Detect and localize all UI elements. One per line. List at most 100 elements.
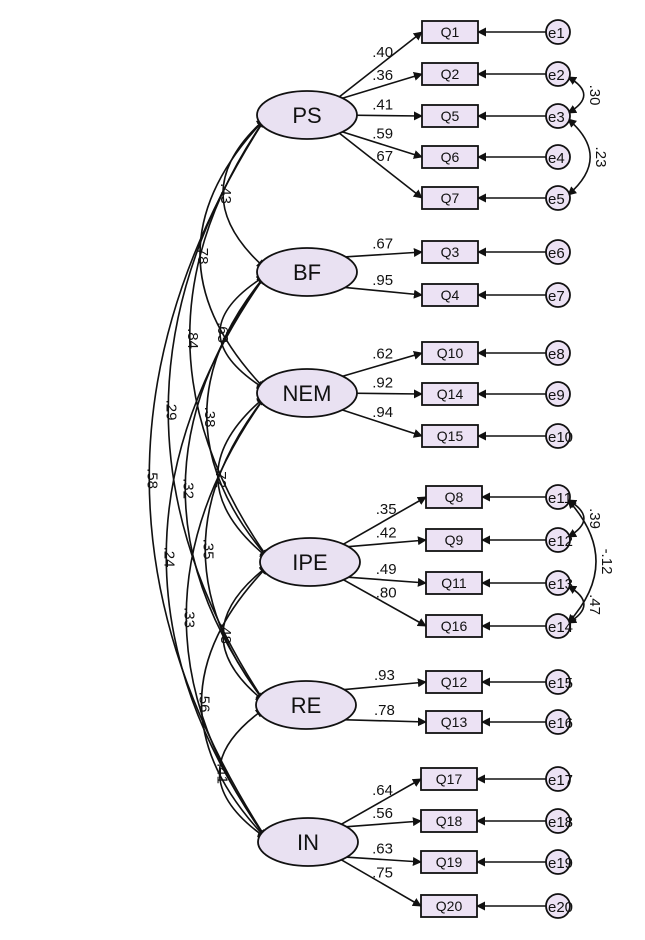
indicator-box	[421, 20, 479, 44]
latent-correlation-arc	[206, 275, 269, 559]
indicator-label: Q7	[441, 190, 460, 206]
error-e17: e17	[545, 766, 573, 792]
error-e10: e10	[545, 423, 573, 449]
indicator-box	[421, 62, 479, 86]
loading-value: .80	[376, 585, 397, 602]
error-circle	[545, 527, 571, 553]
label-layer: .40.36.41.59.67.67.95.62.92.94.35.42.49.…	[143, 44, 615, 882]
error-correlation-layer	[567, 76, 597, 624]
error-circle	[545, 19, 571, 45]
indicator-label: Q14	[437, 386, 464, 402]
error-label: e12	[548, 533, 573, 550]
indicator-box	[421, 145, 479, 169]
error-correlation-value: .23	[592, 147, 609, 168]
error-e1: e1	[545, 19, 571, 45]
error-label: e14	[548, 619, 573, 636]
indicator-q13: Q13	[425, 710, 483, 734]
error-label: e3	[548, 109, 565, 126]
error-label: e8	[548, 346, 565, 363]
error-label: e2	[548, 67, 565, 84]
error-label: e16	[548, 715, 573, 732]
error-label: e1	[548, 25, 565, 42]
indicator-label: Q4	[441, 287, 460, 303]
indicator-box	[421, 382, 479, 406]
error-e19: e19	[545, 849, 573, 875]
loading-value: .40	[372, 44, 393, 61]
error-e7: e7	[545, 282, 571, 308]
error-circle	[545, 669, 571, 695]
loading-value: .95	[372, 272, 393, 289]
loading-value: .64	[372, 782, 393, 799]
loading-value: .49	[376, 561, 397, 578]
error-circle	[545, 849, 571, 875]
latent-re: RE	[255, 680, 357, 730]
latent-correlation-value: .43	[217, 183, 234, 204]
indicator-q2: Q2	[421, 62, 479, 86]
indicator-q6: Q6	[421, 145, 479, 169]
error-e9: e9	[545, 381, 571, 407]
error-e8: e8	[545, 340, 571, 366]
indicator-label: Q20	[436, 898, 463, 914]
error-circle	[545, 484, 571, 510]
loading-path	[337, 496, 427, 549]
error-label: e17	[548, 772, 573, 789]
error-correlation-value: -.12	[598, 549, 615, 575]
latent-label: IPE	[292, 550, 327, 575]
indicator-q7: Q7	[421, 186, 479, 210]
indicator-box	[425, 670, 483, 694]
error-e15: e15	[545, 669, 573, 695]
error-circle	[545, 103, 571, 129]
indicator-label: Q2	[441, 66, 460, 82]
error-circle	[545, 239, 571, 265]
latent-correlation-value: .63	[214, 322, 231, 343]
error-e2: e2	[545, 61, 571, 87]
error-e6: e6	[545, 239, 571, 265]
error-e20: e20	[545, 893, 573, 919]
indicator-q14: Q14	[421, 382, 479, 406]
latent-correlation-value: .72	[212, 467, 229, 488]
indicator-q18: Q18	[420, 809, 478, 833]
loading-path-layer	[333, 27, 546, 911]
loading-path	[334, 31, 423, 102]
indicator-q20: Q20	[420, 894, 478, 918]
latent-correlation-value: .58	[143, 468, 160, 489]
latent-correlation-value: .48	[217, 623, 234, 644]
error-label: e5	[548, 191, 565, 208]
loading-value: .36	[372, 67, 393, 84]
latent-ps: PS	[256, 90, 358, 140]
error-correlation-arc	[567, 76, 585, 114]
error-label: e20	[548, 899, 573, 916]
loading-value: .67	[372, 236, 393, 253]
loading-path	[337, 575, 427, 587]
loading-path	[334, 350, 423, 380]
error-correlation-arc	[567, 499, 597, 624]
indicator-q5: Q5	[421, 104, 479, 128]
loading-value: .92	[372, 375, 393, 392]
error-e3: e3	[545, 103, 571, 129]
latent-correlation-layer	[148, 118, 269, 839]
latent-ellipse	[256, 368, 358, 418]
error-circle	[545, 185, 571, 211]
error-label: e6	[548, 245, 565, 262]
error-circle	[545, 381, 571, 407]
error-circle	[545, 282, 571, 308]
indicator-label: Q19	[436, 854, 463, 870]
error-label: e19	[548, 855, 573, 872]
latent-correlation-arc	[222, 118, 266, 269]
indicator-label: Q5	[441, 108, 460, 124]
error-label: e9	[548, 387, 565, 404]
latent-bf: BF	[256, 247, 358, 297]
indicator-q16: Q16	[425, 614, 483, 638]
error-label: e18	[548, 814, 573, 831]
indicator-box	[420, 850, 478, 874]
loading-path	[337, 575, 427, 627]
indicator-q19: Q19	[420, 850, 478, 874]
error-e13: e13	[545, 570, 573, 596]
loading-path	[335, 855, 422, 866]
error-circle	[545, 61, 571, 87]
indicator-box	[425, 528, 483, 552]
loading-path	[337, 536, 427, 549]
latent-correlation-value: .41	[214, 763, 231, 784]
error-e16: e16	[545, 709, 573, 735]
